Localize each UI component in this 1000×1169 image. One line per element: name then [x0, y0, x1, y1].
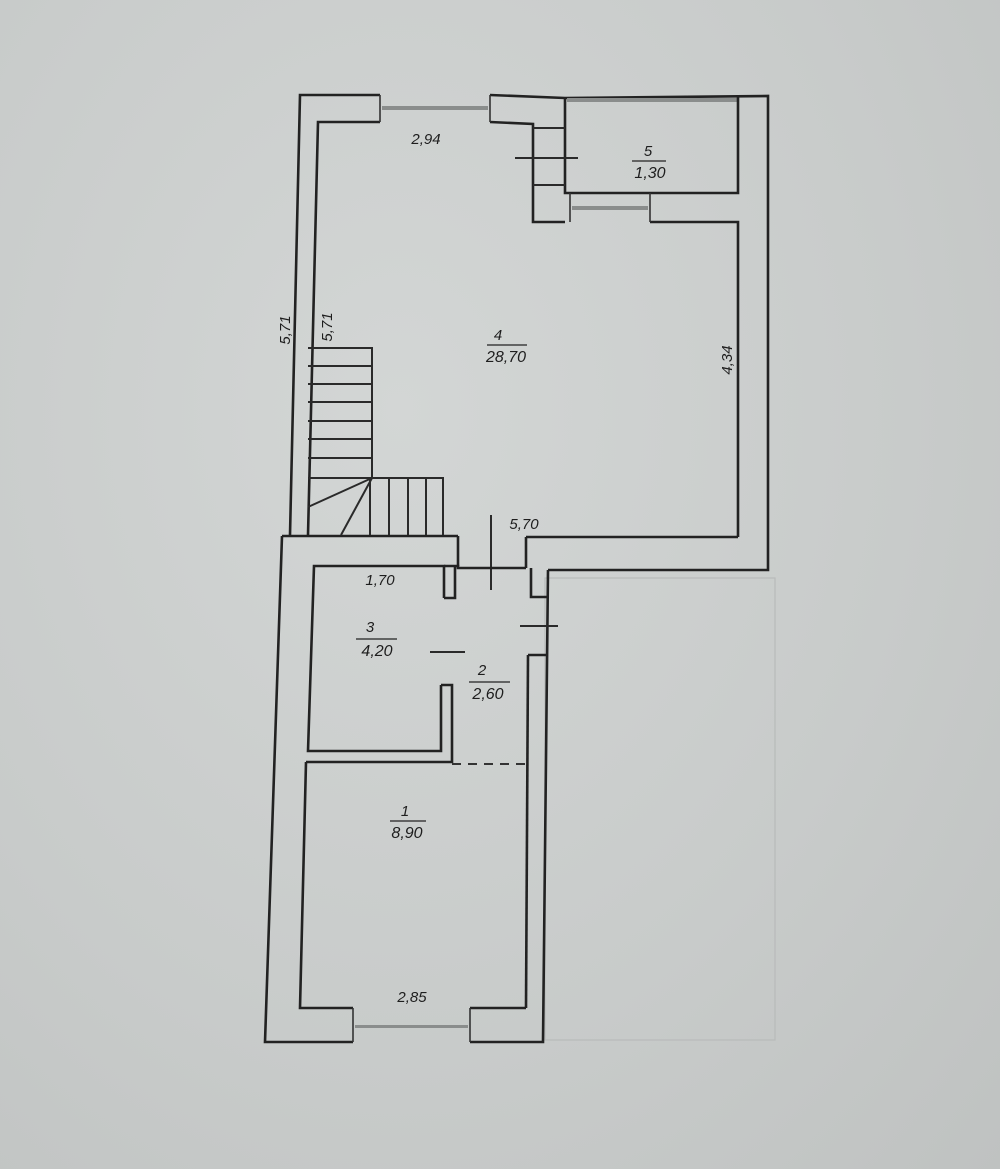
- room-2-area: 2,60: [471, 686, 503, 703]
- doorway-room-2-4: [444, 515, 558, 657]
- room-3-walls: [306, 564, 465, 764]
- dim-left-inner: 5,71: [319, 312, 336, 341]
- room-4-area: 28,70: [485, 349, 526, 366]
- room-1-number: 1: [401, 803, 409, 820]
- room-1-walls: [298, 761, 526, 1042]
- dimension-labels: 2,94 5,71 5,71 4,34 5,70 1,70 2,85: [277, 131, 736, 1006]
- dim-top-room-3: 1,70: [365, 572, 395, 589]
- dim-bottom-room-1: 2,85: [396, 989, 427, 1006]
- outer-walls: [263, 93, 770, 1044]
- room-5-number: 5: [644, 143, 653, 160]
- room-labels: 5 1,30 4 28,70 3 4,20 2 2,60 1 8,90: [356, 143, 666, 842]
- dim-right-room-4: 4,34: [719, 345, 736, 374]
- dim-top-room-4: 2,94: [410, 131, 440, 148]
- room-2-right-wall: [524, 654, 530, 1009]
- room-4-walls: [306, 120, 740, 537]
- room-2-number: 2: [477, 662, 487, 679]
- room-1-area: 8,90: [391, 825, 422, 842]
- window-room-4: [379, 95, 491, 122]
- room-3-number: 3: [366, 619, 375, 636]
- room-3-area: 4,20: [361, 643, 392, 660]
- dim-bottom-room-4: 5,70: [509, 516, 539, 533]
- room-5-walls: [515, 96, 740, 222]
- faint-outline: [544, 577, 776, 1041]
- stairs: [307, 347, 444, 536]
- room-5-area: 1,30: [634, 165, 665, 182]
- dim-left-outer: 5,71: [277, 315, 294, 344]
- room-4-number: 4: [494, 327, 502, 344]
